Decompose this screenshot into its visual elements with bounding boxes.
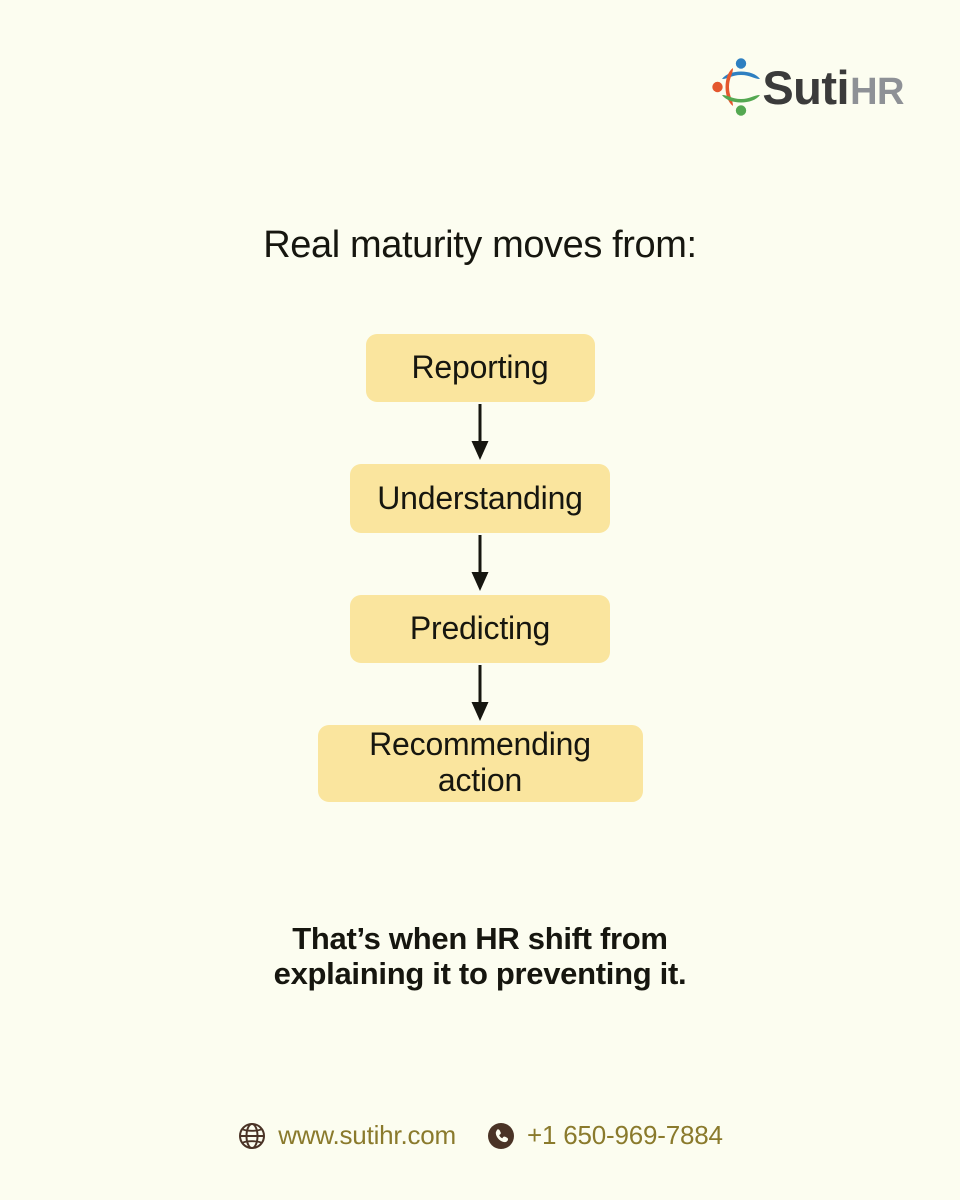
logo-text-suti: Suti	[762, 60, 850, 114]
flow-step-label: Recommending action	[369, 725, 591, 799]
flow-step-label: Reporting	[411, 349, 549, 386]
flow-step-predicting: Predicting	[350, 595, 610, 663]
flow-step-label-line2: action	[437, 761, 523, 798]
website-url-text: www.sutihr.com	[278, 1120, 456, 1150]
flow-step-reporting: Reporting	[365, 334, 595, 402]
phone-number-text: +1 650-969-7884	[527, 1120, 723, 1150]
tagline-line-2: explaining it to preventing it.	[273, 955, 687, 991]
sutihr-circular-people-mark-icon	[708, 54, 774, 120]
footer-phone[interactable]: +1 650-969-7884	[486, 1120, 723, 1151]
arrow-down-icon	[465, 402, 495, 464]
arrow-down-icon	[465, 533, 495, 595]
arrow-down-icon	[465, 663, 495, 725]
maturity-flow-diagram: Reporting Understanding Predicting	[0, 334, 960, 802]
tagline: That’s when HR shift from explaining it …	[0, 921, 960, 991]
logo-text-hr: HR	[850, 70, 904, 113]
flow-step-label: Predicting	[409, 610, 551, 647]
flow-step-understanding: Understanding	[350, 464, 610, 533]
flow-step-label-line1: Recommending	[369, 725, 591, 762]
page-title: Real maturity moves from:	[263, 224, 697, 266]
logo-wordmark: Suti HR	[762, 64, 904, 111]
tagline-line-1: That’s when HR shift from	[292, 921, 668, 956]
footer-website[interactable]: www.sutihr.com	[237, 1120, 456, 1151]
sutihr-logo[interactable]: Suti HR	[708, 52, 904, 122]
flow-step-label: Understanding	[377, 479, 583, 516]
globe-icon	[237, 1121, 267, 1151]
footer-contact-bar: www.sutihr.com +1 650-969-7884	[0, 1120, 960, 1151]
phone-icon	[486, 1121, 516, 1151]
flow-step-recommending-action: Recommending action	[317, 725, 643, 802]
